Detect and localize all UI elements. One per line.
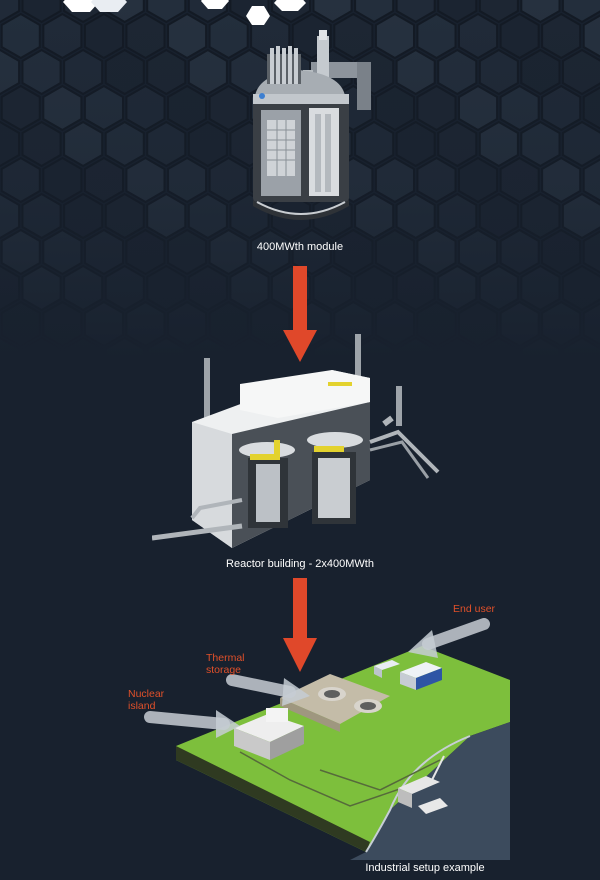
end-user-label: End user bbox=[453, 603, 496, 615]
nuclear-island-label-line-1: Nuclear bbox=[128, 688, 165, 700]
thermal-storage-label: Thermal storage bbox=[206, 652, 245, 676]
thermal-storage-label-line-2: storage bbox=[206, 664, 242, 676]
nuclear-island-label: Nuclear island bbox=[128, 688, 164, 712]
top-hexagon-accents bbox=[63, 0, 306, 25]
callout-pointer-arrows bbox=[144, 618, 490, 738]
industrial-site-illustration bbox=[176, 646, 510, 860]
site-caption: Industrial setup example bbox=[365, 862, 485, 874]
thermal-storage-label-line-1: Thermal bbox=[206, 652, 245, 664]
building-caption: Reactor building - 2x400MWth bbox=[226, 558, 374, 570]
module-caption: 400MWth module bbox=[256, 241, 344, 253]
flow-arrow-2 bbox=[283, 578, 317, 672]
nuclear-island-label-line-2: island bbox=[128, 700, 156, 712]
reactor-building-illustration bbox=[152, 334, 440, 548]
flow-arrow-1 bbox=[283, 266, 317, 362]
reactor-module-illustration bbox=[253, 30, 371, 220]
